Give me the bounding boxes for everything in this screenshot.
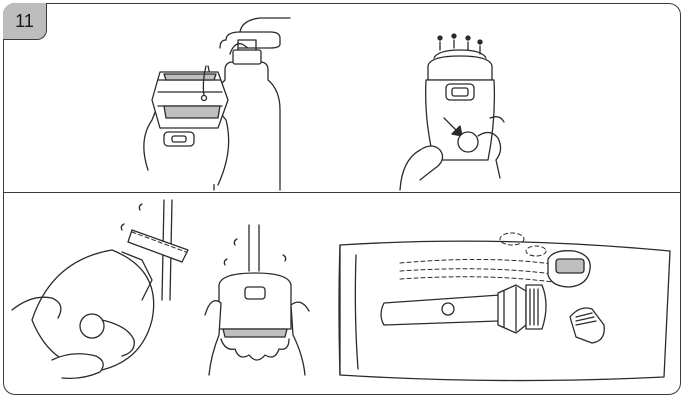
step-number: 11 [15, 11, 34, 32]
illustration-rinse-shaver [205, 225, 315, 385]
panel-divider [3, 192, 681, 193]
illustration-dry-on-towel [330, 225, 675, 390]
illustration-rinse-trimmer [12, 200, 192, 390]
step-number-badge: 11 [3, 3, 47, 40]
illustration-press-release [380, 10, 520, 190]
illustration-apply-soap [130, 10, 290, 190]
